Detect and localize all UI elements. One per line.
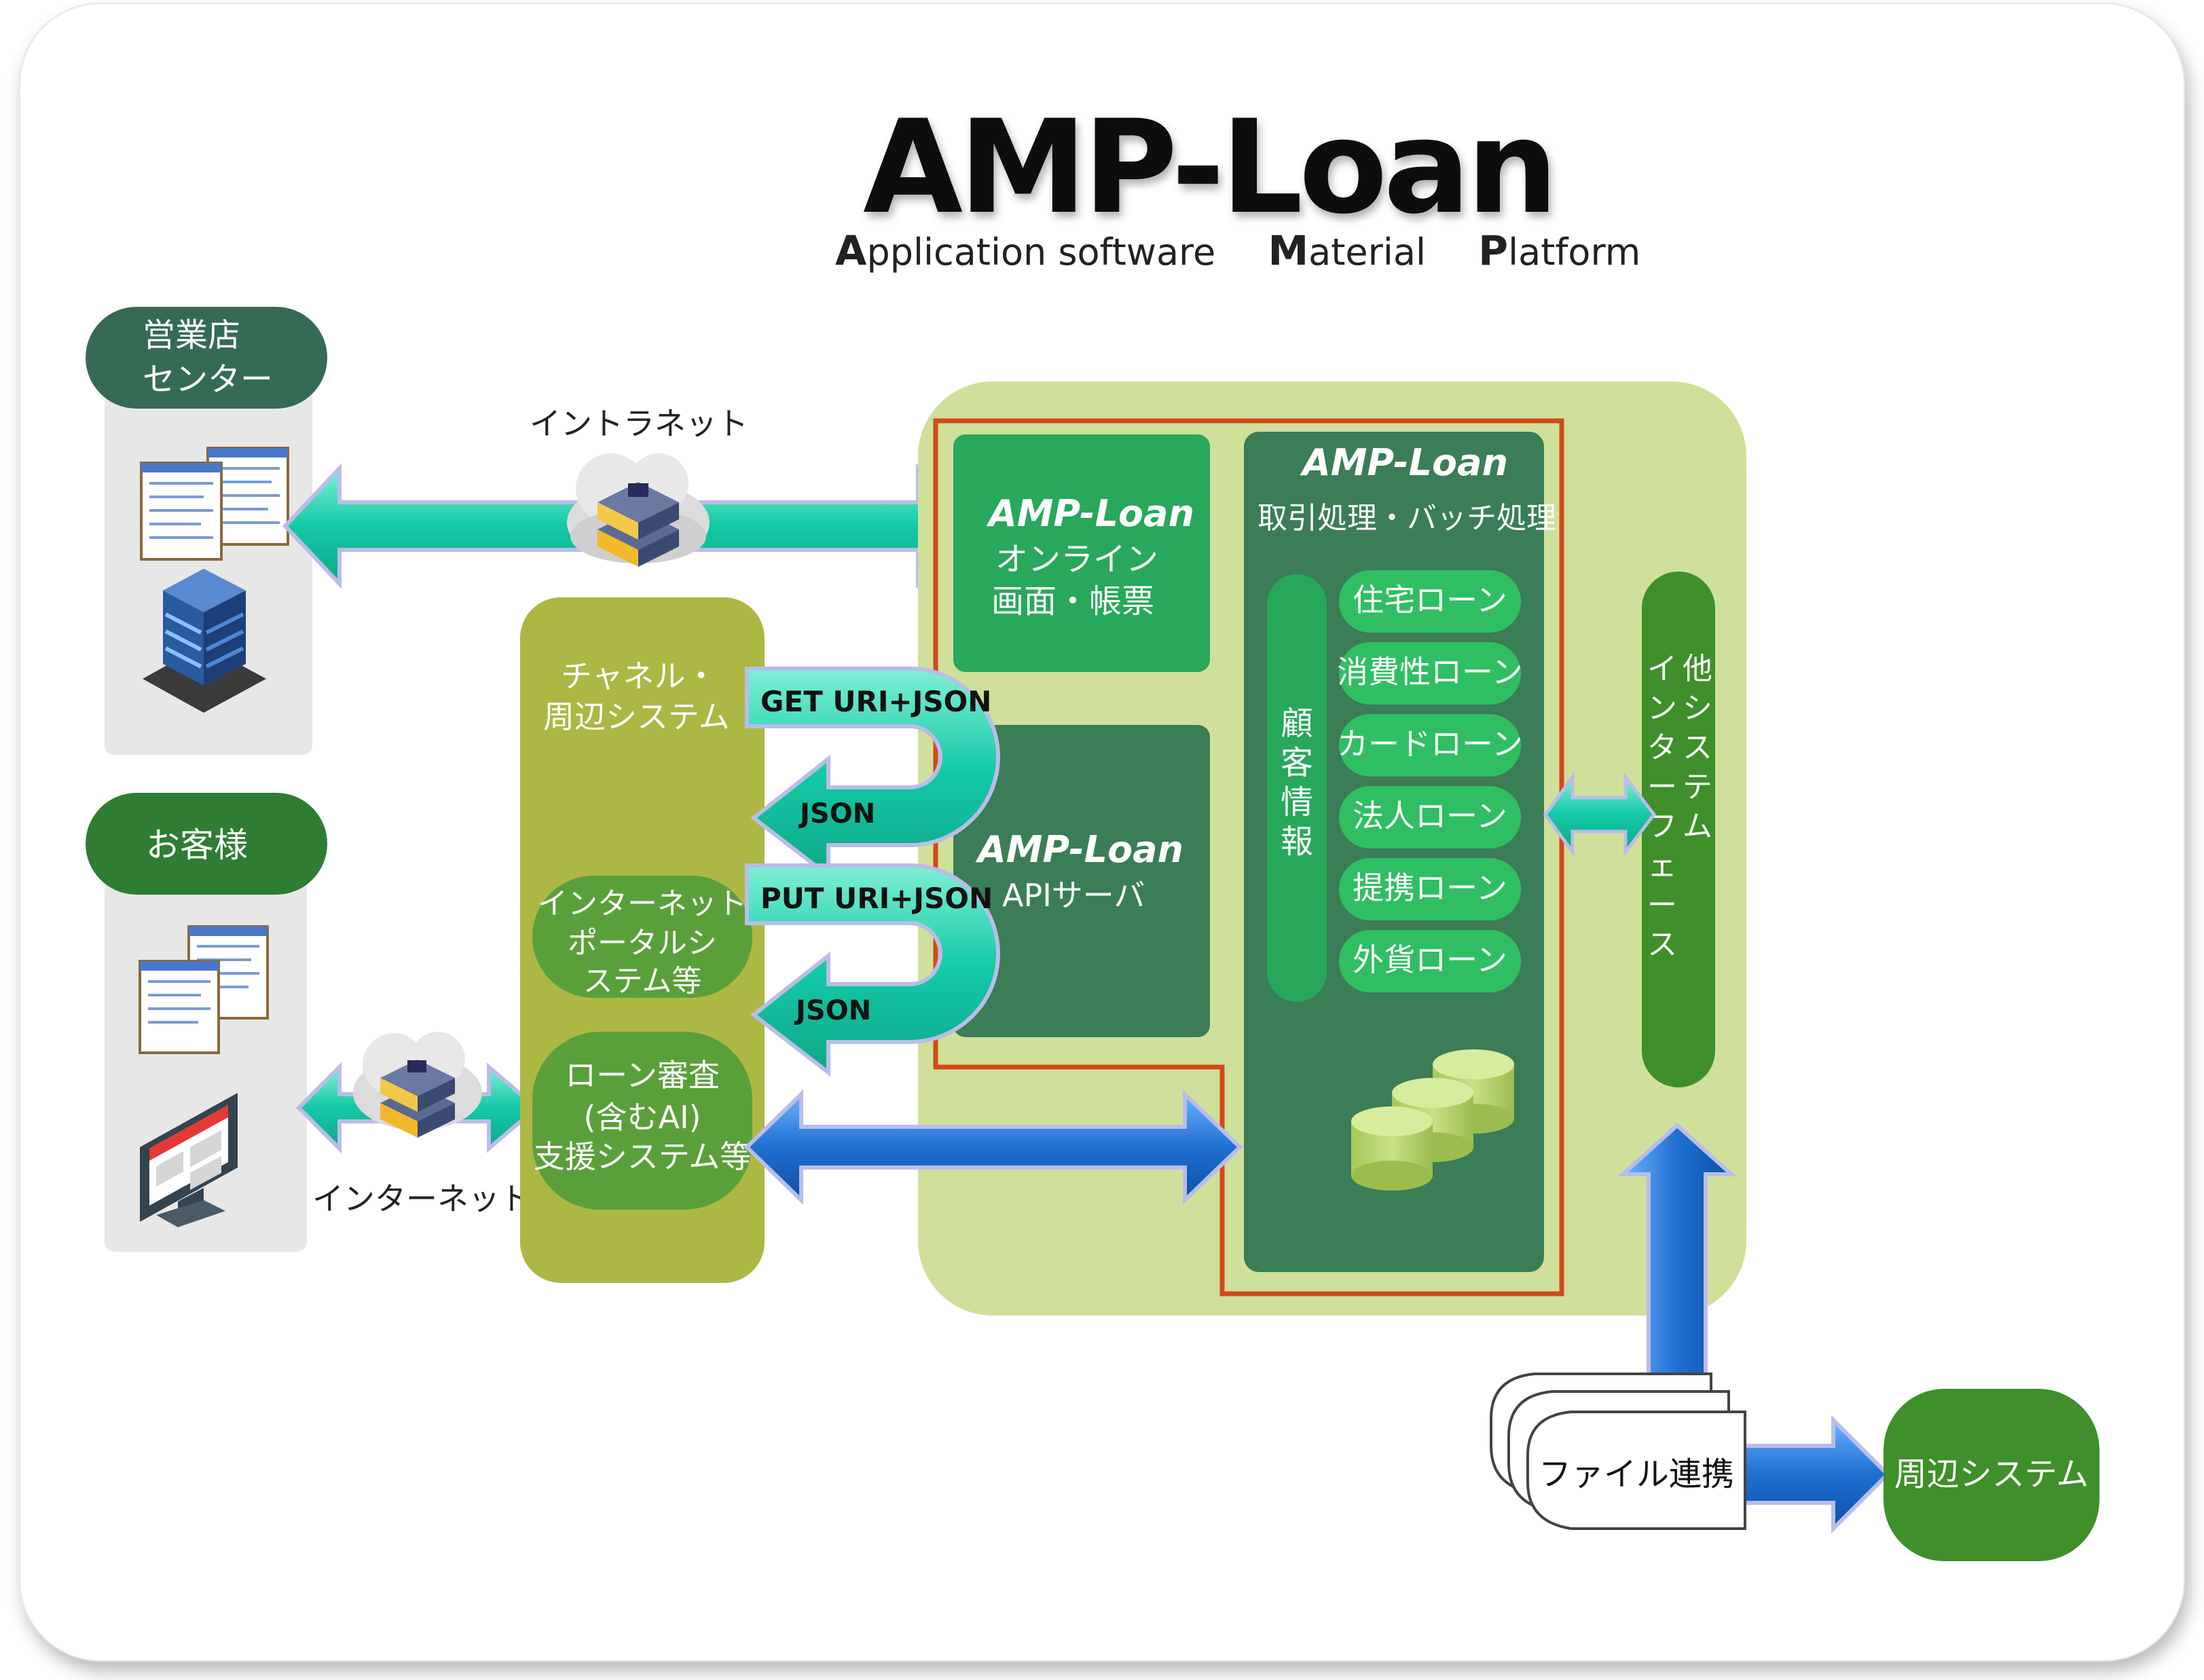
other-if-char: 他: [1683, 652, 1712, 686]
loan-label: 法人ローン: [1353, 798, 1507, 834]
page-title: AMP-Loan: [863, 92, 1554, 242]
intranet-cloud-icon: [567, 453, 710, 567]
monitor-icon: [140, 1093, 238, 1227]
api-server-box: [953, 725, 1210, 1037]
customer-info-char-1: 顧: [1281, 705, 1313, 743]
other-if-col-right: 他 シ ス テ ム: [1683, 652, 1712, 844]
portal-label-line1: インターネット: [538, 886, 747, 921]
internet-cloud-icon: [353, 1032, 482, 1138]
loan-label: 住宅ローン: [1353, 582, 1507, 618]
customer-screens-icon: [139, 925, 269, 1054]
customer-panel: [105, 861, 307, 1252]
peripheral-system-label: 周辺システム: [1894, 1455, 2089, 1493]
other-if-char: ン: [1647, 691, 1677, 726]
customer-label: お客様: [146, 825, 248, 865]
branch-label-line1: 営業店: [143, 316, 240, 354]
file-link-label: ファイル連携: [1539, 1455, 1734, 1493]
other-if-col-left: イ ン タ ー フ ェ ー ス: [1647, 652, 1677, 962]
subtitle-m-initial: M: [1268, 227, 1308, 275]
platform-red-border: [933, 418, 1564, 1296]
loan-pill: [1339, 714, 1521, 777]
file-link-icon: [1490, 1373, 1746, 1530]
subtitle-p-rest: latform: [1508, 231, 1640, 274]
online-label-line2: 画面・帳票: [991, 582, 1154, 620]
loan-list: 住宅ローン 消費性ローン カードローン 法人ローン 提携ローン 外貨ローン: [1337, 570, 1523, 992]
other-if-char: ー: [1647, 888, 1677, 922]
screening-label-line3: 支援システム等: [534, 1138, 752, 1175]
loan-label: 消費性ローン: [1337, 654, 1523, 690]
batch-brand: AMP-Loan: [1300, 441, 1508, 484]
batch-label: 取引処理・バッチ処理: [1257, 501, 1556, 536]
get-api-label: GET URI+JSON: [760, 685, 991, 718]
other-if-char: タ: [1647, 730, 1677, 765]
other-if-char: テ: [1683, 770, 1712, 804]
subtitle-m-rest: aterial: [1308, 231, 1426, 274]
other-if-char: シ: [1683, 691, 1712, 726]
other-system-interface-pill: [1642, 572, 1715, 1087]
channel-label-line2: 周辺システム: [543, 698, 730, 735]
subtitle-a-rest: pplication software: [866, 231, 1215, 274]
branch-header: [86, 307, 327, 409]
loan-label: カードローン: [1337, 726, 1523, 762]
other-if-char: ム: [1683, 809, 1712, 844]
portal-label-line2: ポータルシ: [568, 926, 717, 960]
customer-info-char-4: 報: [1281, 823, 1313, 861]
internet-label: インターネット: [312, 1180, 531, 1217]
customer-info-char-3: 情: [1281, 783, 1313, 821]
api-brand: AMP-Loan: [975, 828, 1183, 871]
get-api-response-label: JSON: [798, 798, 875, 829]
screening-label-line2: (含むAI): [584, 1099, 701, 1136]
subtitle-p-initial: P: [1478, 227, 1508, 275]
branch-label-line2: センター: [143, 360, 273, 398]
subtitle-a-initial: A: [835, 227, 867, 275]
other-if-char: ス: [1647, 927, 1677, 962]
file-to-peripheral-arrow: [1736, 1415, 1891, 1534]
page-subtitle: Application software Material Platform: [835, 227, 1640, 275]
intranet-label: イントラネット: [530, 405, 748, 442]
loan-label: 外貨ローン: [1353, 941, 1507, 978]
portal-label-line3: ステム等: [583, 964, 702, 998]
put-api-arrow: [745, 863, 1000, 1077]
customer-info-pill: [1267, 574, 1327, 1002]
screening-label-line1: ローン審査: [565, 1057, 720, 1094]
api-label: APIサーバ: [1002, 877, 1145, 914]
loan-pill: [1339, 858, 1521, 920]
put-api-label: PUT URI+JSON: [760, 882, 993, 915]
peripheral-system-box: [1884, 1389, 2099, 1561]
online-box: [953, 434, 1210, 672]
database-icon: [1351, 1049, 1514, 1191]
online-brand: AMP-Loan: [986, 492, 1194, 535]
screens-icon: [140, 447, 289, 561]
online-label-line1: オンライン: [995, 540, 1158, 578]
screening-batch-arrow: [743, 1089, 1243, 1206]
channel-label-line1: チャネル・: [561, 658, 717, 694]
loan-label: 提携ローン: [1353, 870, 1507, 906]
put-api-response-label: JSON: [794, 995, 871, 1026]
other-if-char: ー: [1647, 770, 1677, 804]
loan-pill: [1339, 786, 1521, 848]
customer-info-char-2: 客: [1281, 744, 1313, 782]
loan-pill: [1339, 642, 1521, 705]
loan-pill: [1339, 570, 1521, 633]
interface-arrow: [1543, 772, 1657, 857]
other-if-char: ェ: [1647, 848, 1677, 883]
get-api-arrow: [745, 667, 1000, 880]
loan-pill: [1339, 930, 1521, 992]
other-if-char: ス: [1683, 730, 1712, 765]
portal-pill: [532, 876, 752, 998]
customer-header: [86, 793, 327, 895]
screening-pill: [532, 1032, 752, 1210]
other-if-char: イ: [1647, 652, 1677, 686]
building-icon: [143, 569, 266, 713]
